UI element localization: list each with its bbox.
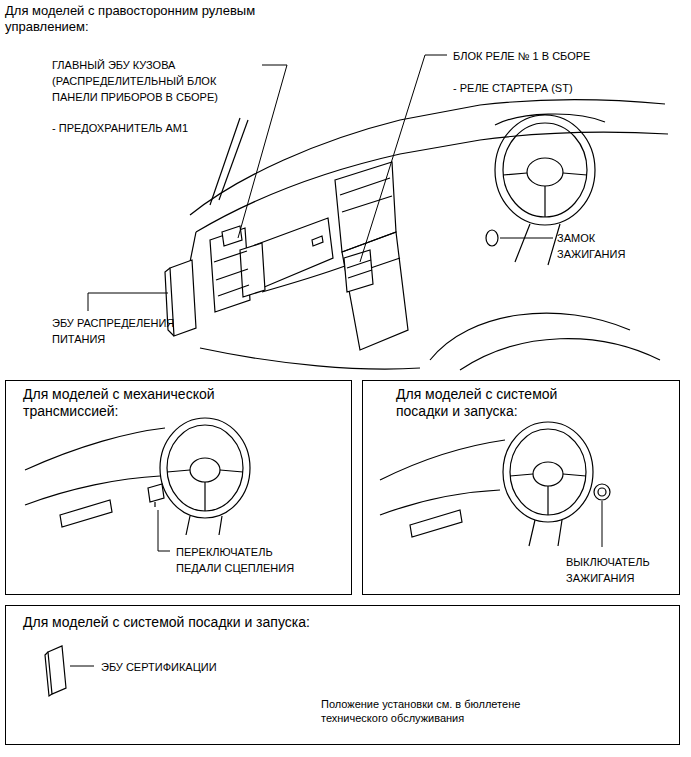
leader-line: [238, 65, 287, 238]
a-pillar: [219, 120, 248, 200]
steering-column: [515, 224, 560, 265]
leader-line: [88, 293, 168, 311]
manual-transmission-illustration: [25, 418, 250, 551]
vent: [60, 500, 112, 527]
ecu-detail: [214, 251, 249, 296]
part-label: ПЕРЕКЛЮЧАТЕЛЬ ПЕДАЛИ СЦЕПЛЕНИЯ: [176, 544, 311, 576]
steering-column: [529, 520, 562, 546]
dash-line: [25, 428, 165, 470]
a-pillar: [210, 118, 240, 205]
certification-ecu: [48, 646, 66, 694]
certification-ecu-illustration: [45, 646, 94, 696]
steering-hub: [533, 462, 563, 486]
floor-line: [200, 348, 420, 369]
steering-wheel: [503, 123, 587, 217]
vent: [410, 510, 462, 537]
certification-ecu: [45, 652, 52, 696]
part-label: БЛОК РЕЛЕ № 1 В СБОРЕ: [453, 48, 678, 64]
leader-line: [500, 238, 553, 239]
part-label: ЭБУ РАСПРЕДЕЛЕНИЯ ПИТАНИЯ: [52, 315, 202, 347]
steering-wheel: [160, 418, 250, 518]
smart-entry-illustration: [380, 422, 610, 547]
part-label: ЗАМОК ЗАЖИГАНИЯ: [557, 230, 642, 262]
steering-hub: [190, 458, 220, 482]
part-label: ЭБУ СЕРТИФИКАЦИИ: [101, 659, 301, 675]
dash-line: [25, 476, 160, 505]
switch-plunger: [154, 502, 155, 507]
seat-line: [460, 339, 660, 370]
part-label: ГЛАВНЫЙ ЭБУ КУЗОВА (РАСПРЕДЕЛИТЕЛЬНЫЙ БЛ…: [52, 57, 257, 105]
steering-column: [186, 516, 222, 535]
part-label: ВЫКЛЮЧАТЕЛЬ ЗАЖИГАНИЯ: [566, 554, 666, 586]
lower-console: [342, 232, 408, 350]
section-heading: Для моделей с системой посадки и запуска…: [396, 386, 601, 420]
section-box: Для моделей с системой посадки и запуска…: [5, 605, 680, 745]
leader-line: [70, 666, 94, 667]
dash-line: [380, 440, 505, 480]
leader-line: [158, 510, 170, 551]
steering-wheel: [167, 425, 243, 511]
engine-switch: [594, 484, 610, 500]
section-heading: Для моделей с системой посадки и запуска…: [23, 614, 543, 631]
engine-switch-button: [598, 488, 606, 496]
section-box: Для моделей с механической трансмиссией:…: [5, 380, 352, 595]
leader-line: [360, 55, 447, 262]
steering-wheel: [495, 115, 595, 225]
steering-wheel: [503, 422, 593, 522]
dashboard-illustration: [165, 100, 668, 370]
steering-hub: [527, 158, 563, 186]
dash-line: [380, 490, 500, 515]
dash-side: [190, 232, 196, 262]
steering-spoke: [167, 470, 243, 511]
seat-line: [430, 313, 630, 360]
steering-wheel: [510, 429, 586, 515]
section-heading: Для моделей с механической трансмиссией:: [23, 386, 263, 420]
part-label: - РЕЛЕ СТАРТЕРА (ST): [453, 80, 678, 96]
section-box: Для моделей с системой посадки и запуска…: [362, 380, 680, 595]
steering-spoke: [503, 173, 587, 217]
relay-detail: [347, 260, 372, 278]
ignition-lock: [486, 230, 498, 246]
part-label: - ПРЕДОХРАНИТЕЛЬ AM1: [52, 120, 272, 136]
page-heading: Для моделей с правосторонним рулевым упр…: [5, 3, 305, 35]
part-label: Положение установки см. в бюллетене техн…: [321, 697, 571, 725]
leader-line: [602, 501, 603, 547]
dash-edge-line: [196, 132, 668, 232]
steering-spoke: [510, 474, 586, 515]
glove-box: [255, 218, 333, 288]
console-line: [340, 178, 392, 212]
glove-box-handle: [312, 236, 323, 246]
relay-block: [344, 250, 373, 292]
clutch-pedal-switch: [148, 484, 164, 502]
